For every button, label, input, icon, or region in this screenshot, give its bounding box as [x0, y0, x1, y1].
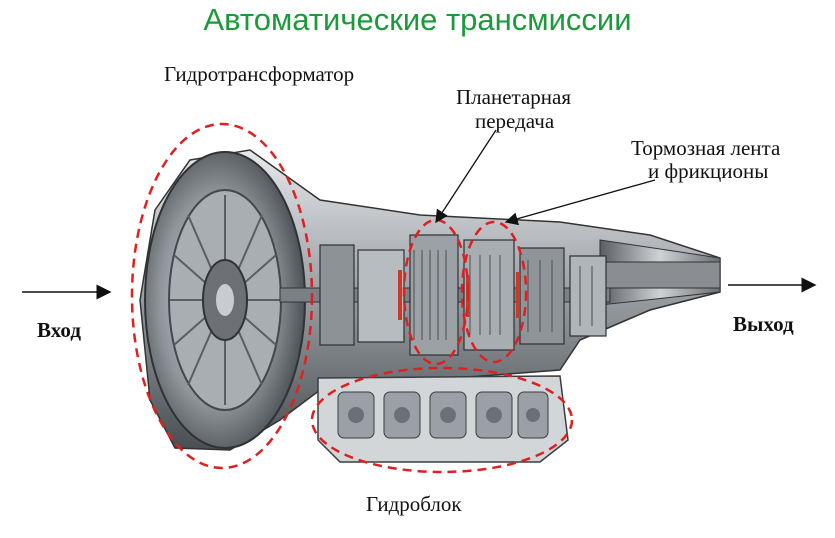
valve-body-label: Гидроблок [366, 492, 462, 516]
torque-converter [144, 151, 306, 449]
brake-band-callout [460, 220, 528, 364]
torque-converter-label: Гидротрансформатор [164, 62, 355, 86]
planetary-label-line1: Планетарная [456, 85, 571, 109]
valve-body-callout [310, 366, 574, 474]
input-label: Вход [37, 318, 81, 342]
leader-lines [435, 129, 656, 226]
output-label: Выход [733, 312, 794, 336]
callout-ellipses [130, 122, 574, 474]
valve-body [317, 375, 569, 463]
gear-sets [319, 234, 607, 356]
planetary-callout [402, 218, 470, 366]
gear-teeth [413, 250, 593, 340]
brake-label-line2: и фрикционы [648, 159, 769, 183]
page-title: Автоматические трансмиссии [203, 2, 632, 37]
brake-label-line1: Тормозная лента [631, 136, 781, 160]
torque-converter-callout [130, 122, 314, 470]
planetary-label-line2: передача [475, 109, 555, 133]
